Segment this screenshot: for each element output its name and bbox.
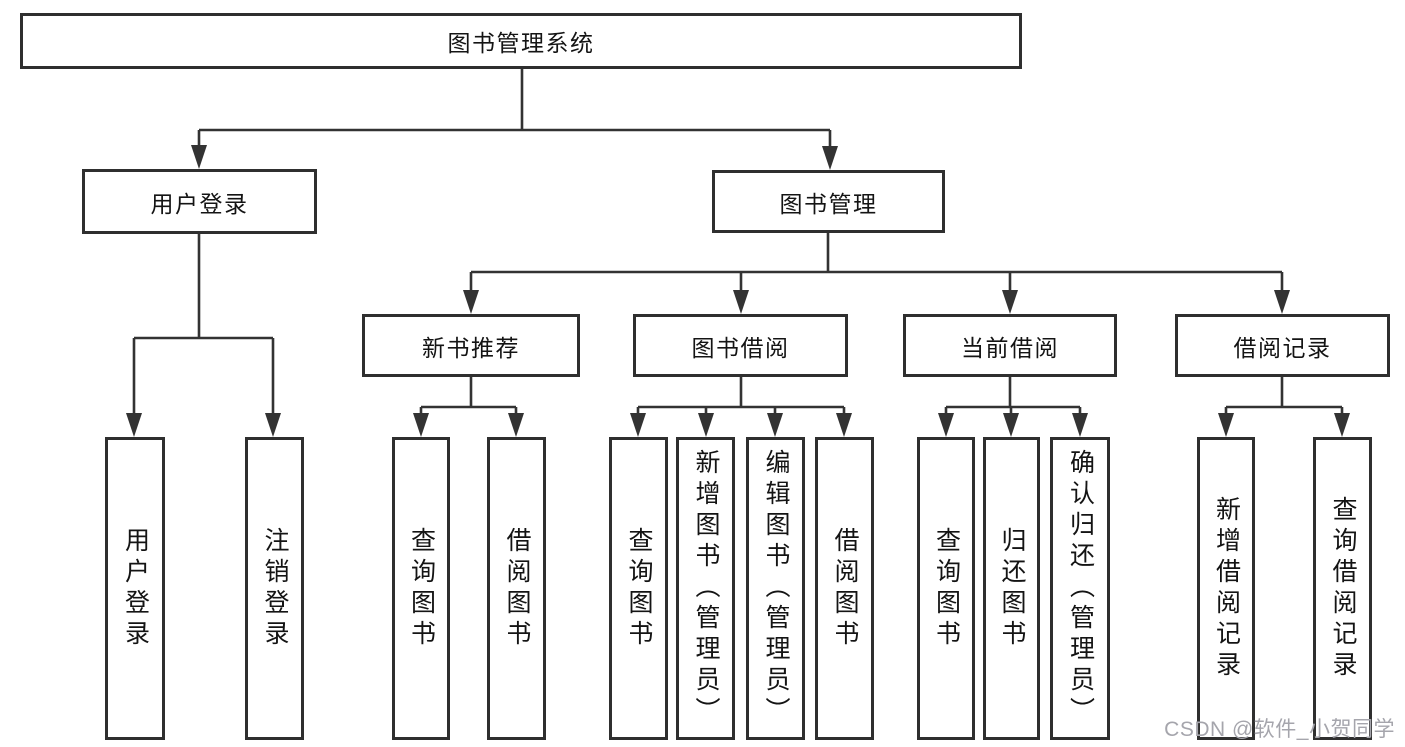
arrowhead-icon	[463, 290, 479, 314]
node-library-management-system: 图书管理系统	[20, 13, 1022, 69]
leaf-label: 借阅图书	[831, 526, 859, 651]
node-label: 当前借阅	[961, 334, 1059, 361]
arrowhead-group	[126, 145, 1350, 437]
leaf-label: 新增图书（管理员）	[692, 449, 720, 728]
leaf-label: 新增借阅记录	[1212, 495, 1241, 682]
node-book-management: 图书管理	[712, 170, 945, 233]
node-label: 新书推荐	[422, 334, 520, 361]
leaf-label: 确认归还（管理员）	[1066, 449, 1095, 728]
node-user-login: 用户登录	[82, 169, 317, 234]
arrowhead-icon	[836, 413, 852, 437]
arrowhead-icon	[191, 145, 207, 169]
arrowhead-icon	[822, 146, 838, 170]
node-new-book-recommendation: 新书推荐	[362, 314, 580, 377]
leaf-label: 编辑图书（管理员）	[762, 449, 790, 728]
node-label: 图书管理	[779, 190, 878, 217]
arrowhead-icon	[938, 413, 954, 437]
leaf-label: 查询借阅记录	[1329, 495, 1357, 682]
arrowhead-icon	[733, 290, 749, 314]
node-book-borrowing: 图书借阅	[633, 314, 848, 377]
arrowhead-icon	[508, 413, 524, 437]
arrowhead-icon	[698, 413, 714, 437]
arrowhead-icon	[1218, 413, 1234, 437]
leaf-edit-book-admin: 编辑图书（管理员）	[746, 437, 805, 740]
leaf-label: 查询图书	[407, 526, 436, 651]
leaf-label: 归还图书	[998, 526, 1026, 651]
leaf-label: 查询图书	[625, 526, 653, 651]
leaf-label: 查询图书	[932, 526, 961, 651]
leaf-user-login: 用户登录	[105, 437, 165, 740]
arrowhead-icon	[630, 413, 646, 437]
leaf-label: 借阅图书	[503, 526, 531, 651]
node-label: 借阅记录	[1233, 334, 1332, 361]
arrowhead-icon	[126, 413, 142, 437]
leaf-query-books-borrowing: 查询图书	[609, 437, 668, 740]
arrowhead-icon	[1274, 290, 1290, 314]
arrowhead-icon	[265, 413, 281, 437]
node-label: 用户登录	[150, 190, 249, 217]
leaf-query-books-current: 查询图书	[917, 437, 975, 740]
arrowhead-icon	[767, 413, 783, 437]
node-label: 图书借阅	[691, 334, 790, 361]
leaf-confirm-return-admin: 确认归还（管理员）	[1050, 437, 1110, 740]
node-label: 图书管理系统	[447, 30, 595, 56]
leaf-borrow-books-recommend: 借阅图书	[487, 437, 546, 740]
node-borrowing-records: 借阅记录	[1175, 314, 1390, 377]
arrowhead-icon	[413, 413, 429, 437]
node-current-borrowing: 当前借阅	[903, 314, 1117, 377]
leaf-label: 注销登录	[261, 526, 289, 651]
arrowhead-icon	[1003, 413, 1019, 437]
leaf-add-book-admin: 新增图书（管理员）	[676, 437, 735, 740]
leaf-add-borrow-record: 新增借阅记录	[1197, 437, 1255, 740]
connector-paths	[132, 69, 1344, 416]
leaf-borrow-books-borrowing: 借阅图书	[815, 437, 874, 740]
leaf-logout: 注销登录	[245, 437, 304, 740]
arrowhead-icon	[1002, 290, 1018, 314]
arrowhead-icon	[1334, 413, 1350, 437]
leaf-label: 用户登录	[121, 526, 150, 651]
arrowhead-icon	[1072, 413, 1088, 437]
leaf-return-books: 归还图书	[983, 437, 1040, 740]
leaf-query-books-recommend: 查询图书	[392, 437, 450, 740]
leaf-query-borrow-record: 查询借阅记录	[1313, 437, 1372, 740]
